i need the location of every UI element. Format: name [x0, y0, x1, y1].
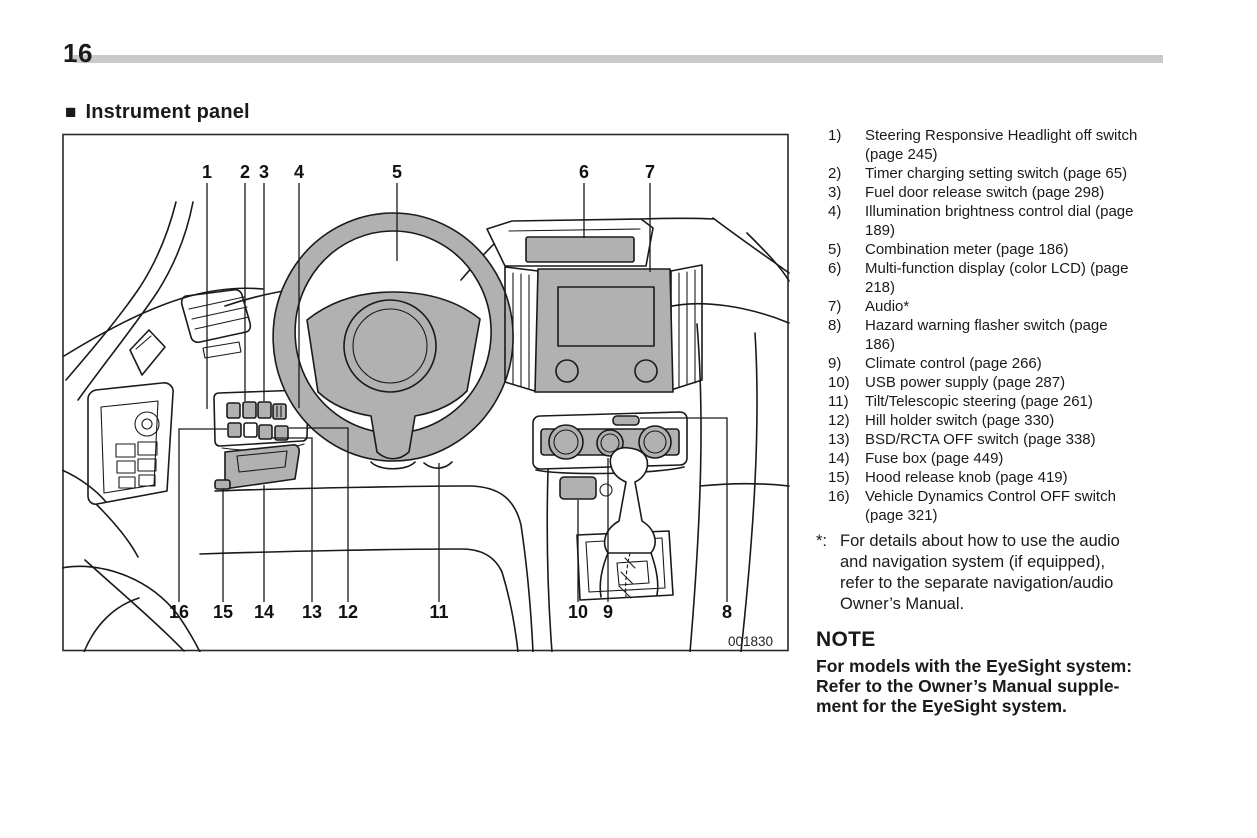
- window-switches: [115, 441, 158, 489]
- section-heading: ■ Instrument panel: [65, 101, 250, 124]
- callout-leader-lines: [178, 183, 728, 602]
- legend-item: 7) Audio*: [828, 297, 1164, 316]
- legend-item: 9) Climate control (page 266): [828, 354, 1164, 373]
- legend-item-text: BSD/RCTA OFF switch (page 338): [865, 431, 1096, 448]
- multi-function-display: [486, 218, 654, 267]
- legend-item: 6) Multi-function display (color LCD) (pa…: [828, 259, 1164, 297]
- legend-item-text: Climate control (page 266): [865, 355, 1042, 372]
- door-lock-knob: [134, 411, 160, 437]
- legend-item-number: 12): [828, 412, 850, 429]
- legend-item-text: Fuel door release switch (page 298): [865, 184, 1105, 201]
- legend-item-text: Multi-function display (color LCD) (page…: [865, 260, 1129, 296]
- callout-1: 1: [202, 162, 212, 182]
- instrument-panel-figure: 1 2 3 4 5 6 7 16 15 14 13 12 11 10 9 8 0…: [62, 133, 790, 652]
- hood-release-knob: [214, 479, 231, 490]
- page-number: 16: [63, 38, 93, 68]
- legend-item-text: Combination meter (page 186): [865, 241, 1069, 258]
- callout-11: 11: [429, 602, 448, 622]
- hazard-switch: [612, 415, 640, 426]
- gear-shifter: [576, 446, 674, 601]
- legend-item-number: 2): [828, 165, 842, 182]
- section-title: Instrument panel: [85, 101, 250, 123]
- legend-item-number: 15): [828, 469, 850, 486]
- callout-4: 4: [294, 162, 304, 182]
- usb-compartment: [559, 476, 597, 500]
- driver-door-panel: [87, 382, 174, 505]
- legend-item-number: 6): [828, 260, 842, 277]
- callout-14: 14: [254, 602, 274, 622]
- legend-item: 10) USB power supply (page 287): [828, 373, 1164, 392]
- section-marker-icon: ■: [65, 102, 77, 123]
- legend-item-number: 10): [828, 374, 850, 391]
- legend-item: 1) Steering Responsive Headlight off swit…: [828, 126, 1164, 164]
- legend-item: 8) Hazard warning flasher switch (page 18…: [828, 316, 1164, 354]
- legend-item-number: 7): [828, 298, 842, 315]
- legend-item-text: Hazard warning flasher switch (page 186): [865, 317, 1108, 353]
- callout-9: 9: [603, 602, 613, 622]
- legend-item-text: Vehicle Dynamics Control OFF switch (pag…: [865, 488, 1116, 524]
- footnote-marker: *:: [816, 532, 828, 550]
- legend-item-text: Hill holder switch (page 330): [865, 412, 1055, 429]
- legend-item-number: 13): [828, 431, 850, 448]
- callout-labels: 1 2 3 4 5 6 7 16 15 14 13 12 11 10 9 8: [169, 162, 732, 622]
- legend-item-text: Tilt/Telescopic steering (page 261): [865, 393, 1093, 410]
- legend-item: 13) BSD/RCTA OFF switch (page 338): [828, 430, 1164, 449]
- legend-item-number: 1): [828, 127, 842, 144]
- header-rule: [73, 55, 1163, 63]
- fuse-box: [224, 444, 300, 489]
- legend-item-text: Audio*: [865, 298, 910, 315]
- legend-item-text: Hood release knob (page 419): [865, 469, 1068, 486]
- callout-8: 8: [722, 602, 732, 622]
- legend-item-text: USB power supply (page 287): [865, 374, 1066, 391]
- callout-3: 3: [259, 162, 269, 182]
- callout-5: 5: [392, 162, 402, 182]
- legend-item-text: Timer charging setting switch (page 65): [865, 165, 1128, 182]
- legend-item-number: 14): [828, 450, 850, 467]
- legend-item: 12) Hill holder switch (page 330): [828, 411, 1164, 430]
- callout-15: 15: [213, 602, 233, 622]
- legend-item-text: Fuse box (page 449): [865, 450, 1004, 467]
- legend-item: 4) Illumination brightness control dial (…: [828, 202, 1164, 240]
- audio-screen: [557, 286, 655, 347]
- legend-item: 16) Vehicle Dynamics Control OFF switch (…: [828, 487, 1164, 525]
- callout-10: 10: [568, 602, 588, 622]
- note-title: NOTE: [816, 628, 876, 651]
- legend-item-number: 3): [828, 184, 842, 201]
- legend-column: 1) Steering Responsive Headlight off swit…: [816, 126, 1164, 716]
- note-body: For models with the EyeSight system: Ref…: [816, 656, 1133, 716]
- audio-unit: [534, 268, 674, 393]
- callout-12: 12: [338, 602, 358, 622]
- tilt-lever: [423, 461, 453, 469]
- callout-2: 2: [240, 162, 250, 182]
- legend-item-number: 5): [828, 241, 842, 258]
- footnote-text: For details about how to use the audio a…: [840, 532, 1120, 613]
- callout-7: 7: [645, 162, 655, 182]
- legend-item-number: 4): [828, 203, 842, 220]
- legend-item: 5) Combination meter (page 186): [828, 240, 1164, 259]
- steering-hub: [343, 299, 437, 393]
- legend-item-number: 9): [828, 355, 842, 372]
- callout-6: 6: [579, 162, 589, 182]
- legend-item: 15) Hood release knob (page 419): [828, 468, 1164, 487]
- legend-item: 2) Timer charging setting switch (page 65…: [828, 164, 1164, 183]
- steering-wheel: [272, 212, 514, 470]
- legend-item: 11) Tilt/Telescopic steering (page 261): [828, 392, 1164, 411]
- legend-item: 14) Fuse box (page 449): [828, 449, 1164, 468]
- figure-code: 001830: [728, 634, 773, 649]
- figure-border: [62, 133, 789, 652]
- audio-footnote: *: For details about how to use the audi…: [816, 531, 1164, 615]
- legend-item: 3) Fuel door release switch (page 298): [828, 183, 1164, 202]
- legend-item-number: 11): [828, 393, 849, 410]
- legend-item-number: 16): [828, 488, 850, 505]
- legend-list: 1) Steering Responsive Headlight off swit…: [816, 126, 1164, 525]
- callout-16: 16: [169, 602, 189, 622]
- side-vent-left: [180, 288, 252, 359]
- legend-item-text: Steering Responsive Headlight off switch…: [865, 127, 1138, 163]
- audio-knob-left: [555, 359, 579, 383]
- audio-knob-right: [634, 359, 658, 383]
- callout-13: 13: [302, 602, 322, 622]
- legend-item-text: Illumination brightness control dial (pa…: [865, 203, 1134, 239]
- illumination-dial: [272, 403, 287, 420]
- legend-item-number: 8): [828, 317, 842, 334]
